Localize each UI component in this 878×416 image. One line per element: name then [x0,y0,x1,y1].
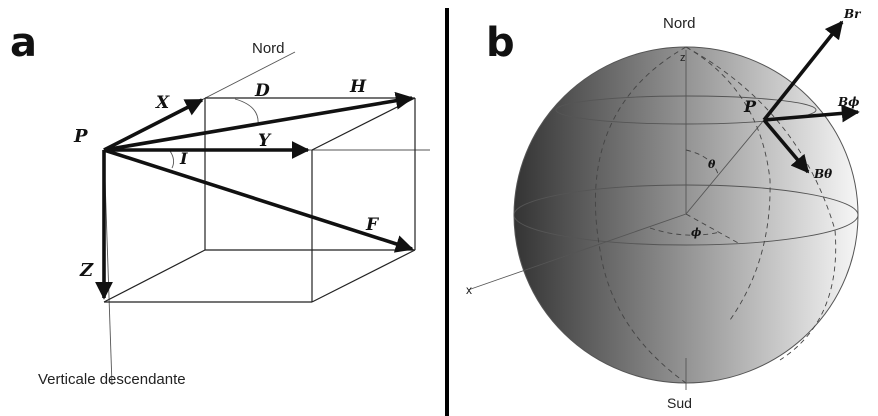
vector-x-arrow [103,98,204,152]
projection-line [685,213,741,245]
panel-b-letter: b [486,20,515,66]
radius-line [685,119,765,215]
vector-btheta-arrow [762,118,810,174]
phi-label: ϕ [691,226,702,239]
vector-bphi-label: Bϕ [837,95,860,109]
vector-f-label: F [365,215,380,235]
panel-a: a Nord P X D H Y I [10,20,430,388]
meridian-line [685,46,771,321]
vector-h-label: H [349,77,367,97]
panel-a-letter: a [10,20,37,66]
panel-b: b Nord z x P θ ϕ Br Bϕ Bθ [466,7,862,411]
theta-label: θ [708,158,716,171]
vertical-descending-label: Verticale descendante [38,371,186,388]
vector-br-label: Br [843,7,862,21]
vector-bphi-arrow [763,104,860,123]
panel-b-nord-label: Nord [663,15,696,32]
projection-cube [103,97,416,303]
angle-d-label: D [254,81,270,101]
point-p-label-b: P [743,97,757,116]
meridian-line [685,46,837,361]
angle-i-arc [169,150,175,169]
z-axis-label: z [680,52,686,64]
panel-b-sud-label: Sud [667,395,692,411]
vector-x-label: X [155,93,170,113]
x-axis-label: x [466,283,472,297]
phi-arc [649,227,721,236]
theta-arc [685,149,719,175]
meridian-line [594,46,687,384]
x-axis-line [467,213,687,291]
angle-i-label: I [179,149,188,168]
point-p-label: P [73,126,88,147]
vector-y-label: Y [258,131,272,151]
vector-h-arrow [103,91,414,152]
vector-btheta-label: Bθ [813,167,832,181]
vector-z-label: Z [79,260,94,281]
vector-br-arrow [762,20,844,122]
panel-a-nord-label: Nord [252,40,285,57]
angle-d-arc [234,98,259,126]
vector-f-arrow [103,148,414,253]
